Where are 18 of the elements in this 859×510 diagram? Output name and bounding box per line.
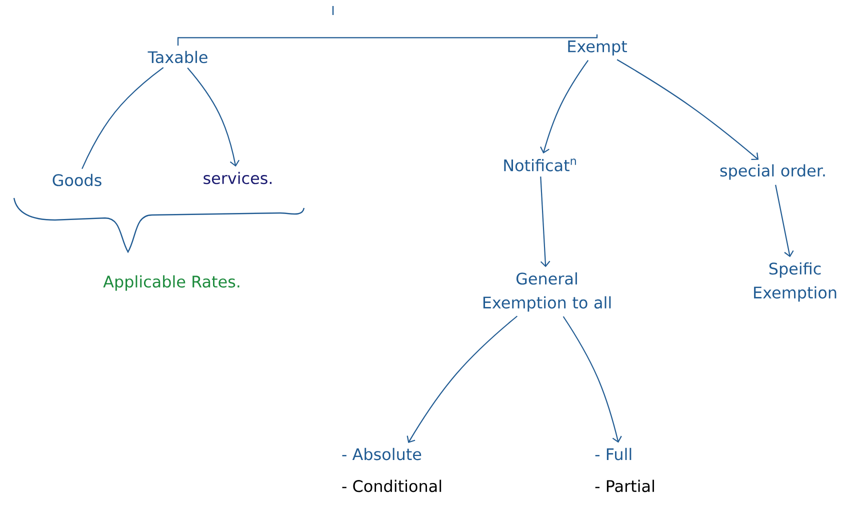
arrow: [775, 184, 794, 258]
arrow: [540, 176, 550, 268]
node-text: Notificat$^{n}$: [504, 158, 576, 172]
node-text: special order.: [720, 164, 825, 180]
node-text: - Full - Partial: [595, 448, 654, 492]
node-text: Goods: [52, 174, 102, 186]
node-text: General Exemption to all: [483, 272, 611, 312]
node-text: services.: [204, 172, 272, 184]
arrow: [616, 59, 759, 160]
arrow: [187, 68, 240, 167]
arrow: [562, 316, 622, 443]
node-text: Taxable: [148, 50, 208, 64]
node-text: Speific Exemption: [754, 262, 836, 302]
node-text: Exempt: [568, 40, 627, 56]
arrow: [406, 316, 518, 443]
arrow: [540, 60, 589, 154]
brace-label: Applicable Rates.: [103, 275, 240, 291]
node-text: - Absolute - Conditional: [342, 448, 442, 492]
